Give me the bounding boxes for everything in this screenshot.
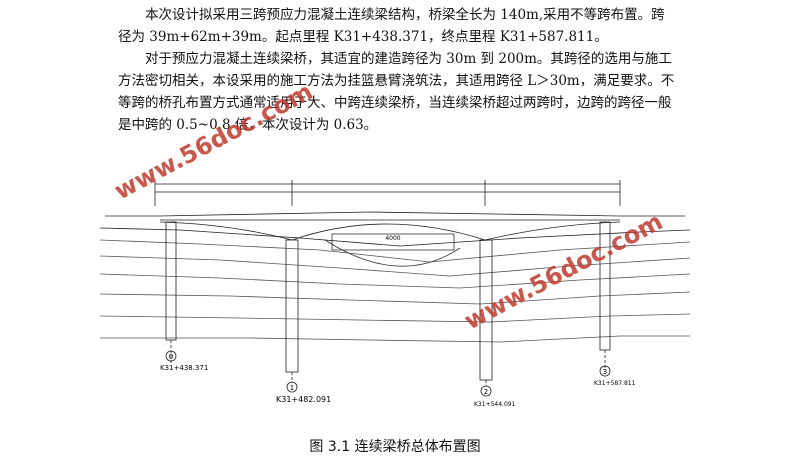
figure-caption: 图 3.1 连续梁桥总体布置图 (309, 439, 481, 455)
pier-number-1: 1 (290, 384, 294, 392)
span-label: 4000 (385, 235, 400, 242)
pier-number-0: 0 (169, 353, 173, 361)
pier-station-3: K31+587.811 (594, 380, 636, 387)
bridge-layout-drawing: 0 1 2 3 4000 K31+438.371 K31+482.091 K31… (100, 180, 690, 408)
pier-station-0: K31+438.371 (160, 364, 208, 372)
paragraph-2: 对于预应力混凝土连续梁桥，其适宜的建造跨径为 30m 到 200m。其跨径的选用… (118, 51, 675, 133)
paragraph-1: 本次设计拟采用三跨预应力混凝土连续梁结构，桥梁全长为 140m,采用不等跨布置。… (118, 7, 665, 45)
pier-station-2: K31+544.091 (474, 401, 516, 408)
pier-number-3: 3 (603, 368, 607, 376)
pier-number-2: 2 (484, 388, 488, 396)
pier-station-1: K31+482.091 (276, 395, 331, 404)
